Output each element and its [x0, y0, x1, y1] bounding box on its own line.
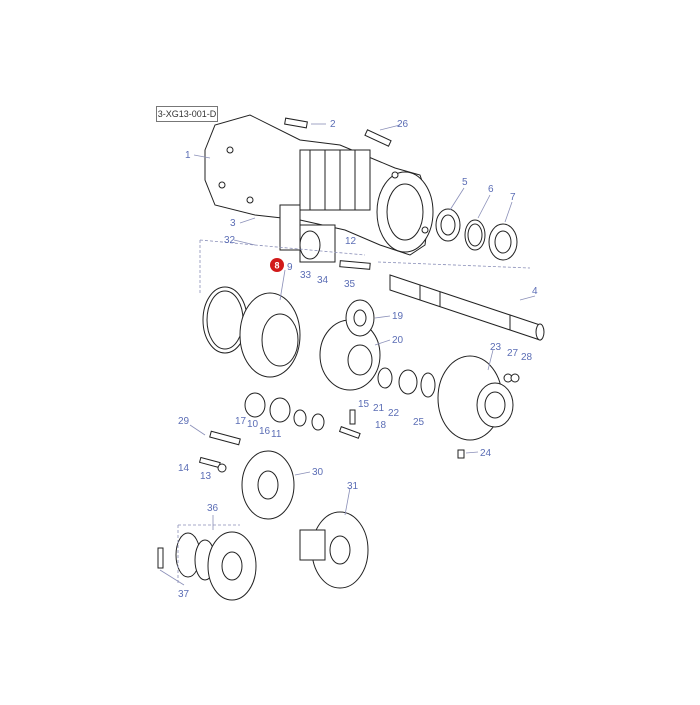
- callout-37: 37: [178, 589, 190, 600]
- callout-5: 5: [462, 177, 468, 188]
- axle-shaft-4: [389, 274, 545, 341]
- callout-28: 28: [521, 352, 533, 363]
- ring-gear-9: [239, 292, 301, 378]
- callout-19: 19: [392, 311, 404, 322]
- callout-21: 21: [373, 403, 385, 414]
- bearing-21: [377, 367, 393, 389]
- pin-15: [349, 409, 356, 425]
- flange-plate-30: [241, 450, 295, 520]
- planet-carrier-20: [319, 319, 381, 391]
- bracket-33: [279, 204, 336, 263]
- callout-36: 36: [207, 503, 219, 514]
- callout-labels: 1 2 3 4 5 6 7 9 10 11 12 13 14 15 16 17 …: [178, 119, 538, 600]
- wheel-hub-23: [437, 355, 514, 441]
- callout-25: 25: [413, 417, 425, 428]
- callout-20: 20: [392, 335, 404, 346]
- drive-flange-31: [299, 511, 369, 589]
- seal-25: [420, 372, 436, 398]
- callout-27: 27: [507, 348, 519, 359]
- callout-11: 11: [271, 429, 282, 440]
- diagram-reference-code: 3-XG13-001-D: [156, 106, 218, 122]
- callout-26: 26: [397, 119, 409, 130]
- callout-1: 1: [185, 150, 191, 161]
- bolt-14: [198, 456, 221, 469]
- thrust-washer-17: [244, 392, 266, 418]
- planet-gear-10: [269, 397, 291, 423]
- callout-33: 33: [300, 270, 312, 281]
- bolt-26: [364, 129, 392, 147]
- callout-35: 35: [344, 279, 356, 290]
- assembly-frames: [177, 239, 531, 585]
- seal-6: [464, 219, 486, 251]
- pin-37: [157, 547, 164, 569]
- washer-13: [217, 463, 227, 473]
- washer-28: [510, 373, 520, 383]
- callout-15: 15: [358, 399, 370, 410]
- callout-23: 23: [490, 342, 502, 353]
- callout-16: 16: [259, 426, 271, 437]
- callout-29: 29: [178, 416, 190, 427]
- bearing-7: [488, 223, 518, 261]
- callout-18: 18: [375, 420, 387, 431]
- callout-31: 31: [347, 481, 359, 492]
- callout-22: 22: [388, 408, 400, 419]
- callout-4: 4: [532, 286, 538, 297]
- bearing-22: [398, 369, 418, 395]
- callout-13: 13: [200, 471, 212, 482]
- sun-gear-19: [345, 299, 375, 337]
- needle-bearing-16: [293, 409, 307, 427]
- callout-12: 12: [345, 236, 357, 247]
- callout-32: 32: [224, 235, 236, 246]
- bolt-29: [209, 430, 241, 446]
- axle-housing: [204, 114, 434, 256]
- callout-9: 9: [287, 262, 293, 273]
- stud-24: [457, 449, 465, 459]
- leader-lines: [159, 123, 536, 586]
- callout-6: 6: [488, 184, 494, 195]
- callout-24: 24: [480, 448, 492, 459]
- callout-7: 7: [510, 192, 516, 203]
- callout-34: 34: [317, 275, 329, 286]
- callout-3: 3: [230, 218, 236, 229]
- callout-30: 30: [312, 467, 324, 478]
- bolt-2: [284, 117, 308, 129]
- washer-11: [311, 413, 325, 431]
- pin-18: [338, 426, 361, 439]
- highlighted-callout-8[interactable]: 8: [270, 258, 284, 272]
- bolt-35: [339, 260, 371, 270]
- callout-14: 14: [178, 463, 190, 474]
- callout-2: 2: [330, 119, 336, 130]
- seal-kit-36: [175, 531, 257, 601]
- bearing-5: [435, 208, 461, 242]
- callout-10: 10: [247, 419, 259, 430]
- callout-17: 17: [235, 416, 247, 427]
- o-ring-8: [202, 286, 248, 354]
- svg-text:8: 8: [274, 261, 279, 271]
